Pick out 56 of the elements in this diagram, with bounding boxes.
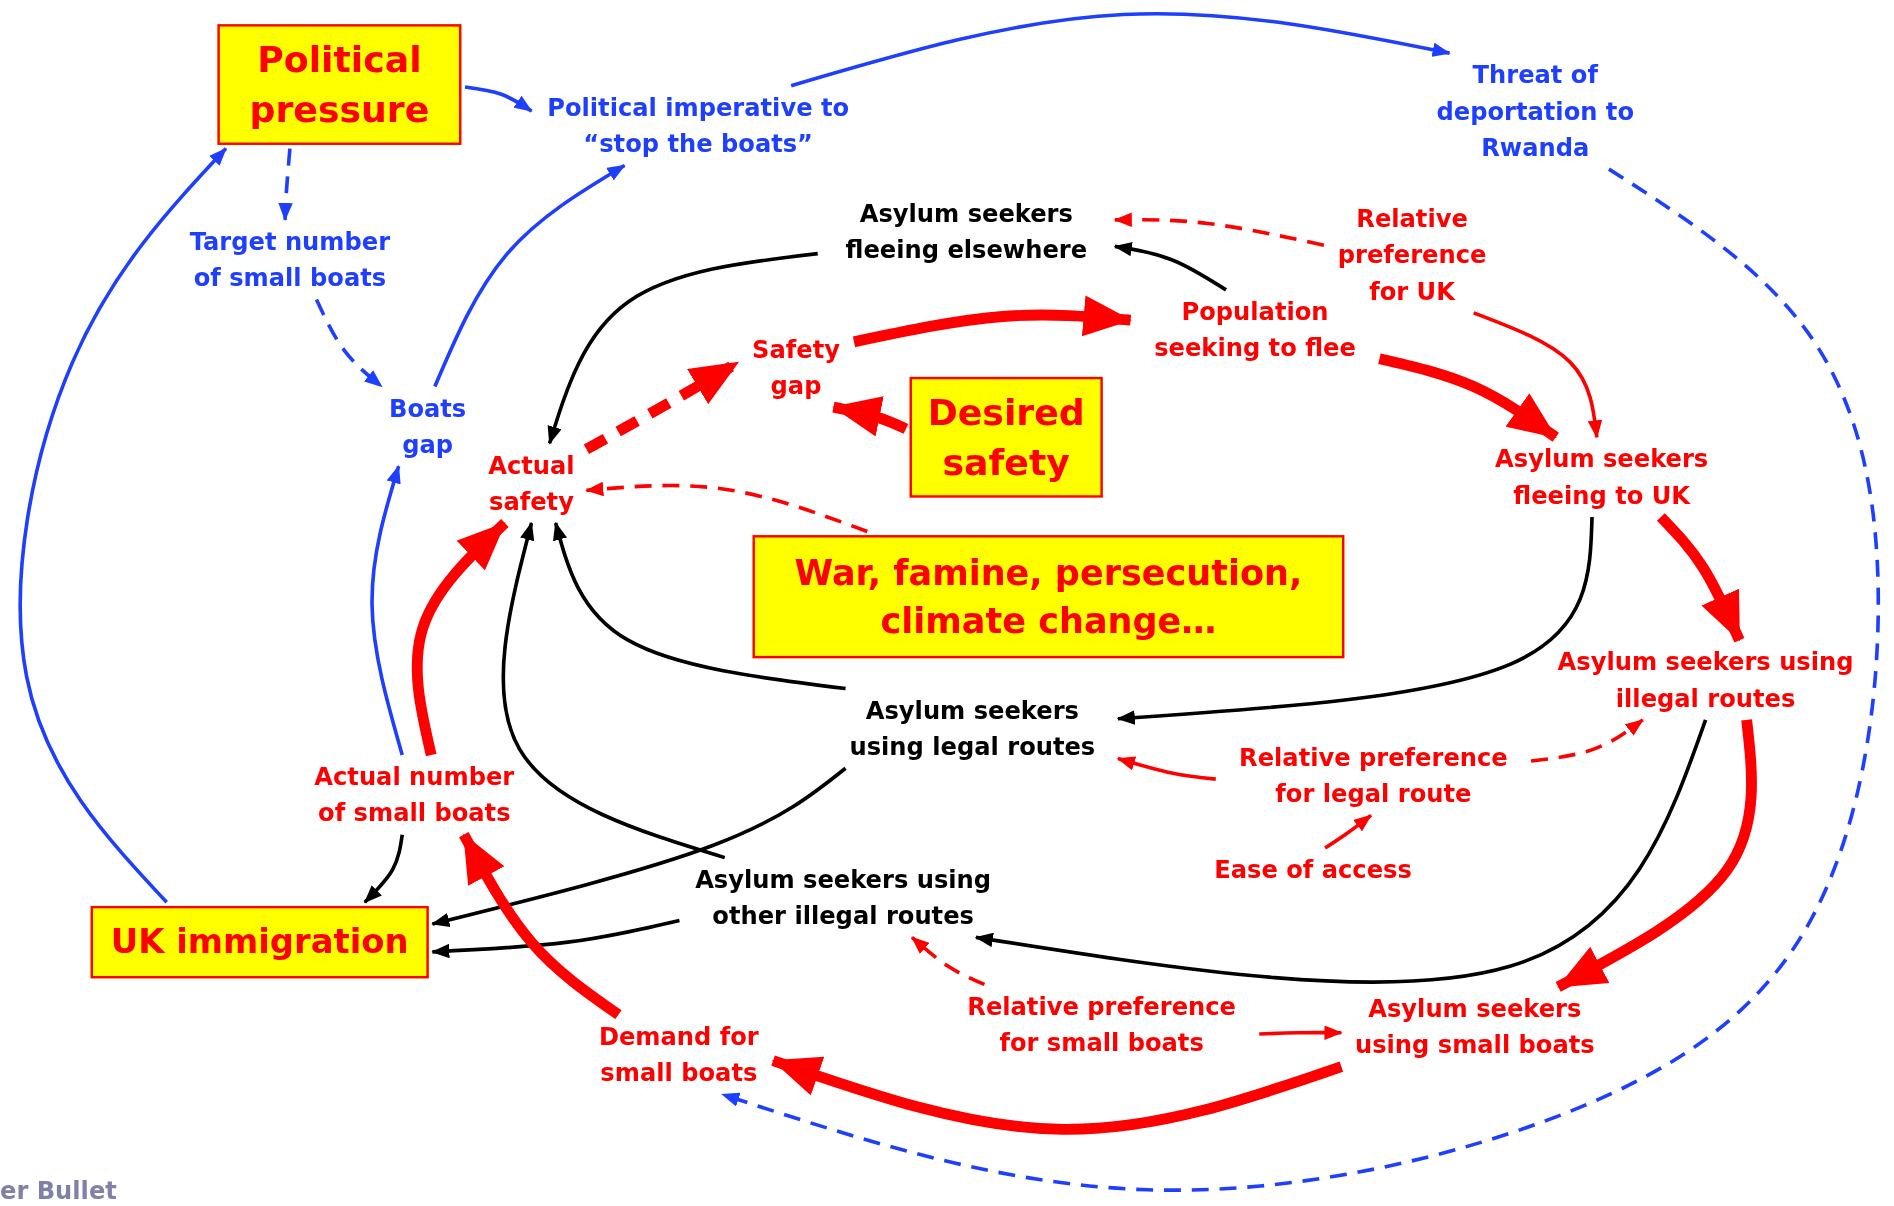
- causal-arrow: [585, 481, 868, 534]
- variable-label: Relative preference for legal route: [1219, 739, 1528, 812]
- causal-arrow: [464, 85, 533, 113]
- causal-arrow: [278, 148, 293, 222]
- causal-arrow: [1555, 719, 1757, 992]
- variable-label: Asylum seekers using small boats: [1345, 990, 1605, 1063]
- causal-arrow: [314, 298, 383, 388]
- causal-arrow: [852, 295, 1132, 348]
- causal-arrow: [1113, 241, 1227, 292]
- factor-box: Political pressure: [217, 24, 462, 145]
- causal-arrow: [790, 11, 1451, 88]
- causal-arrow: [431, 766, 847, 927]
- causal-arrow: [1473, 311, 1603, 439]
- footer-text: er Bullet: [0, 1176, 117, 1206]
- causal-arrow: [547, 251, 818, 445]
- variable-label: Demand for small boats: [588, 1018, 770, 1091]
- variable-label: Boats gap: [379, 390, 476, 463]
- variable-label: Target number of small boats: [175, 223, 405, 296]
- causal-arrow: [1378, 353, 1559, 442]
- variable-label: Safety gap: [741, 330, 851, 404]
- variable-label: Asylum seekers fleeing elsewhere: [821, 195, 1112, 269]
- factor-box: Desired safety: [909, 376, 1103, 498]
- variable-label: Relative preference for small boats: [947, 988, 1256, 1061]
- causal-arrow: [459, 832, 622, 1020]
- causal-arrow: [771, 1055, 1344, 1135]
- causal-arrow: [411, 519, 509, 757]
- variable-label: Relative preference for UK: [1327, 200, 1497, 310]
- causal-arrow: [1324, 813, 1373, 850]
- variable-label: Actual safety: [480, 446, 583, 520]
- causal-arrow: [1116, 756, 1216, 781]
- causal-arrow: [363, 834, 405, 904]
- causal-arrow: [1113, 212, 1325, 247]
- causal-arrow: [431, 918, 680, 959]
- variable-label: Asylum seekers fleeing to UK: [1480, 440, 1723, 514]
- causal-arrow: [433, 163, 626, 388]
- causal-arrow: [910, 935, 986, 987]
- causal-arrow: [1259, 1025, 1343, 1040]
- factor-box: UK immigration: [90, 905, 429, 979]
- variable-label: Threat of deportation to Rwanda: [1420, 56, 1650, 166]
- variable-label: Asylum seekers using illegal routes: [1545, 643, 1866, 717]
- causal-arrow: [974, 719, 1708, 984]
- causal-arrow: [832, 396, 909, 437]
- causal-arrow: [370, 465, 404, 756]
- variable-label: Ease of access: [1198, 851, 1428, 888]
- causal-arrow: [553, 521, 846, 691]
- causal-arrow: [721, 167, 1881, 1192]
- factor-box: War, famine, persecution, climate change…: [752, 535, 1345, 659]
- variable-label: Asylum seekers using legal routes: [830, 692, 1115, 765]
- variable-label: Political imperative to “stop the boats”: [535, 89, 862, 162]
- causal-arrow: [1116, 516, 1594, 725]
- causal-arrow: [501, 521, 726, 860]
- causal-arrow: [1530, 718, 1644, 763]
- variable-label: Asylum seekers using other illegal routes: [683, 861, 1004, 934]
- causal-arrow: [1656, 513, 1745, 643]
- causal-arrow: [18, 147, 228, 904]
- variable-label: Actual number of small boats: [299, 758, 530, 832]
